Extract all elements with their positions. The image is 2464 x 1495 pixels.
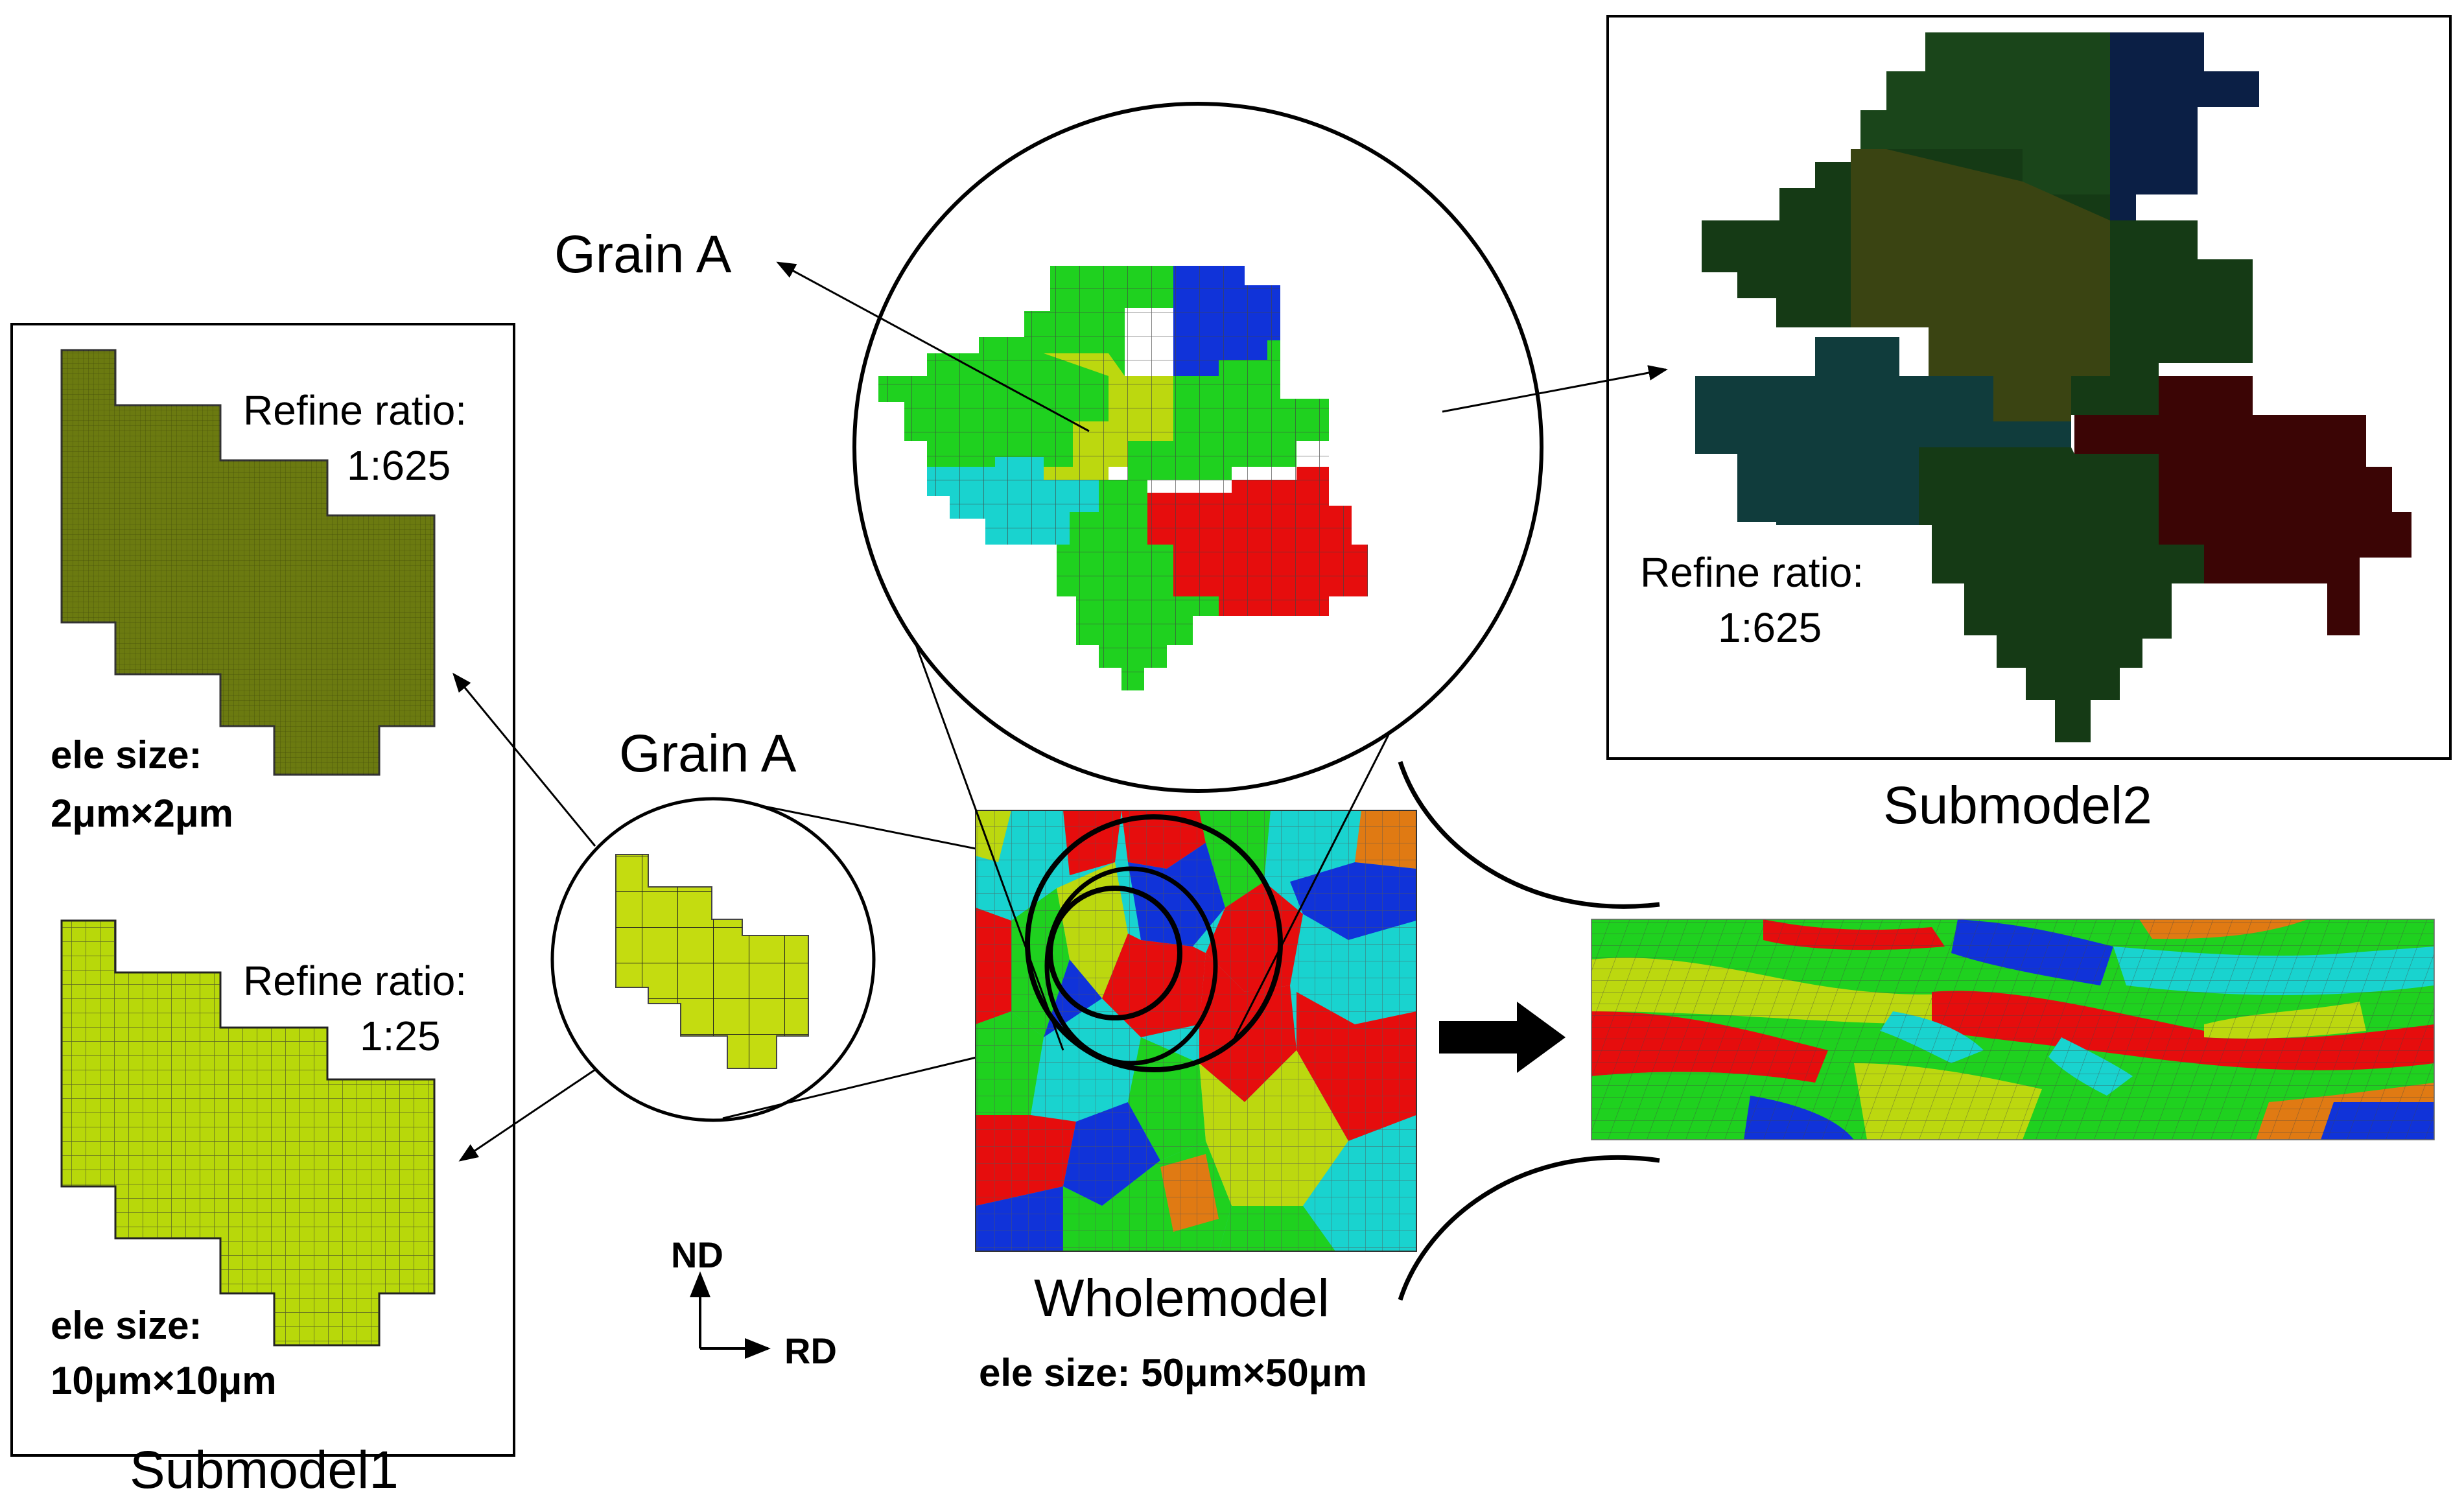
arrow-to-submodel2 <box>1442 365 1668 413</box>
whole-model-selection-mid <box>1044 866 1218 1066</box>
submodel2-refine-line1: Refine ratio: <box>1640 549 1864 596</box>
wholemodel-ele-size: ele size: 50μm×50μm <box>979 1351 1367 1395</box>
submodel1-top-ele-line2: 2μm×2μm <box>51 792 233 835</box>
orientation-axes <box>690 1271 771 1359</box>
submodel1-bottom-ele-line2: 10μm×10μm <box>51 1359 277 1402</box>
axis-rd-label: RD <box>784 1330 837 1371</box>
deform-bracket-bottom <box>1398 1155 1660 1301</box>
submodel1-frame <box>10 323 515 1457</box>
arrow-to-submodel1-bottom <box>458 1068 596 1162</box>
zoom-grid-overlay <box>878 266 1368 690</box>
submodel2-frame <box>1606 15 2452 760</box>
grain-a-middle-label: Grain A <box>619 724 797 783</box>
whole-model-selection-outer <box>1025 814 1283 1072</box>
submodel2-refine-line2: 1:625 <box>1718 604 1822 651</box>
submodel1-top-refine-line1: Refine ratio: <box>243 387 467 434</box>
deformed-model-frame <box>1591 919 2435 1140</box>
submodel1-bottom-grain <box>60 919 436 1347</box>
deformation-arrow <box>1439 1002 1566 1073</box>
grain-a-top-label: Grain A <box>554 225 732 284</box>
deformed-model-mesh <box>1591 919 2434 1140</box>
grain-a-small-shape <box>615 854 809 1069</box>
submodel1-top-ele-line1: ele size: <box>51 733 202 777</box>
grain-a-pointer <box>776 261 1090 432</box>
submodel1-bottom-refine-line2: 1:25 <box>360 1013 441 1059</box>
submodel2-grain-cluster <box>1695 32 2411 742</box>
submodel1-bottom-ele-line1: ele size: <box>51 1304 202 1347</box>
submodel2-title: Submodel2 <box>1883 776 2152 835</box>
wholemodel-title: Wholemodel <box>1034 1269 1330 1328</box>
axis-nd-label: ND <box>671 1234 723 1275</box>
submodel1-top-refine-line2: 1:625 <box>347 442 451 489</box>
deform-bracket-top <box>1398 760 1660 909</box>
submodel1-title: Submodel1 <box>130 1441 399 1495</box>
submodel1-bottom-refine-line1: Refine ratio: <box>243 958 467 1004</box>
whole-model-selection-inner <box>1048 886 1182 1020</box>
submodel1-top-grain <box>60 349 436 776</box>
whole-model-frame <box>975 810 1417 1252</box>
zoom-cone-left <box>890 576 1064 1051</box>
arrow-to-submodel1-top <box>452 672 596 847</box>
